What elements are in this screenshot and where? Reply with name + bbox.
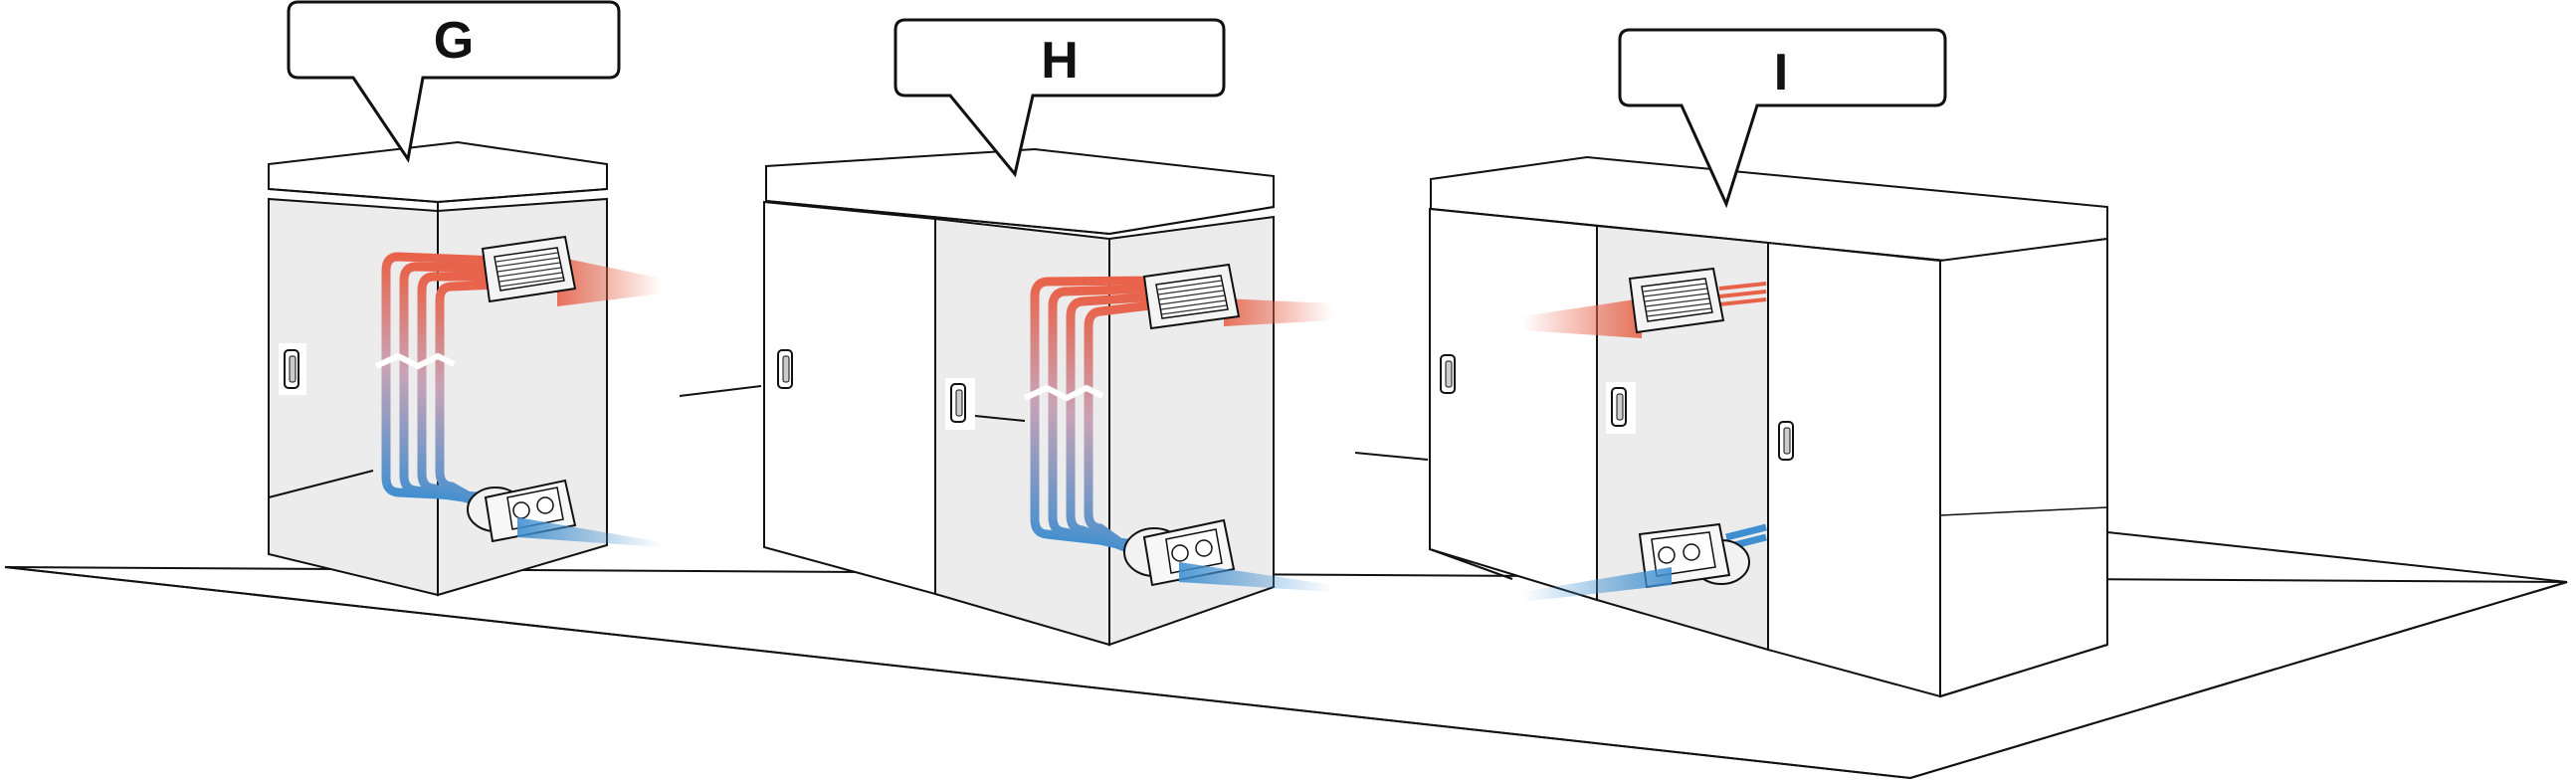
- vent-grille-icon: [481, 235, 577, 303]
- enclosure-h-pipes: [1030, 276, 1164, 565]
- enclosure-i: [1354, 155, 2568, 698]
- enclosure-h-hot-air-flow: [1224, 298, 1333, 326]
- enclosure-h: [679, 147, 1333, 647]
- fan-unit-icon: [1638, 522, 1750, 589]
- callout-h: H: [893, 18, 1226, 178]
- enclosure-i-right-door: [1767, 241, 1941, 698]
- door-handle-icon: [1773, 416, 1803, 468]
- door-handle-icon: [1606, 382, 1636, 434]
- enclosure-g-hot-air-flow: [557, 257, 662, 306]
- door-handle-icon: [1435, 348, 1463, 400]
- callout-i-label: I: [1774, 44, 1788, 101]
- door-handle-icon: [279, 343, 306, 395]
- callout-g-label: G: [434, 12, 474, 70]
- floor-plane: [4, 566, 2568, 780]
- enclosure-i-cool-air-flow: [1522, 567, 1672, 602]
- vent-grille-icon: [1142, 263, 1241, 330]
- door-handle-icon: [945, 378, 975, 430]
- enclosure-h-left-door: [763, 200, 936, 596]
- door-handle-icon: [772, 343, 800, 395]
- callout-h-label: H: [1041, 32, 1079, 90]
- enclosure-g-pipes: [381, 252, 502, 517]
- floor-plane-edge: [4, 566, 2568, 780]
- enclosure-h-cool-air-flow: [1179, 562, 1333, 592]
- callout-g: G: [287, 0, 621, 163]
- enclosure-i-hot-air-flow: [1522, 298, 1642, 338]
- callout-i: I: [1618, 28, 1947, 209]
- enclosure-i-side-panel: [1939, 237, 2108, 698]
- enclosure-g: [268, 140, 662, 597]
- enclosure-i-left-door: [1429, 207, 1598, 602]
- vent-grille-icon: [1628, 267, 1725, 334]
- enclosure-g-cool-air-flow: [517, 517, 662, 547]
